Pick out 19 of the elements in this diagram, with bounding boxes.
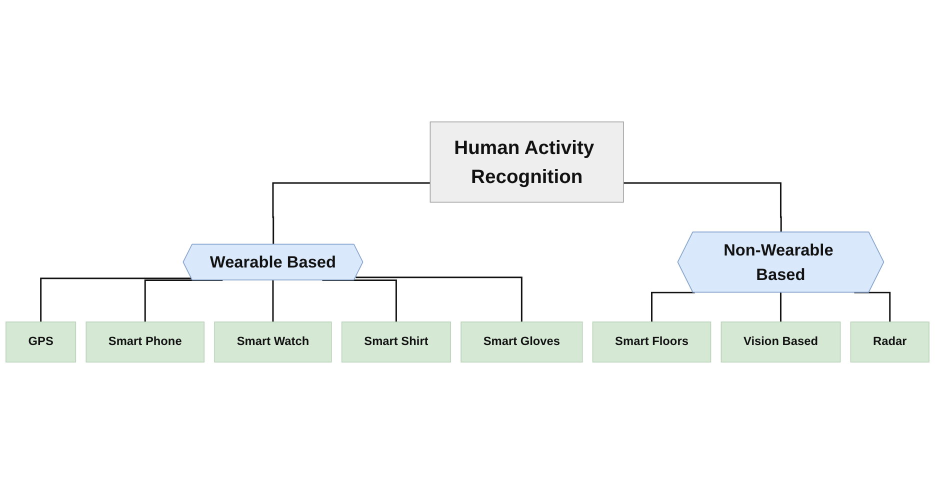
connector [40, 278, 192, 322]
connector [624, 182, 782, 232]
connector [144, 280, 223, 322]
connector [272, 280, 274, 322]
node-box: Smart Shirt [341, 322, 451, 362]
node-box: Smart Floors [592, 322, 712, 362]
node-box: Radar [850, 322, 930, 362]
connector [356, 276, 522, 322]
node-box: Smart Phone [86, 322, 204, 362]
connector [651, 292, 695, 322]
node-box: Smart Watch [214, 322, 332, 362]
connector [272, 182, 430, 245]
node-box: Smart Gloves [460, 322, 583, 362]
node-box: Vision Based [720, 322, 841, 362]
node-box: Human Activity Recognition [430, 122, 624, 203]
connector [854, 292, 891, 322]
connector [780, 292, 782, 322]
node-box: GPS [6, 322, 76, 362]
connector [322, 280, 397, 322]
